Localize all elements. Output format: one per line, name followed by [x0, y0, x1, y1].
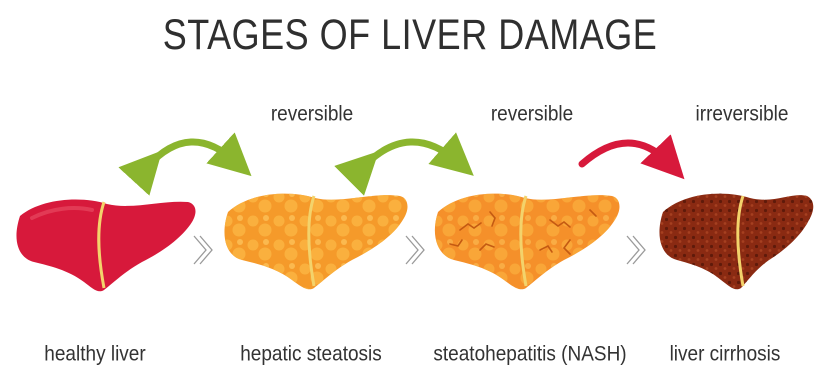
chevron-separator-2-icon [406, 236, 424, 264]
fatty-liver-icon [224, 194, 407, 290]
nash-liver-icon [435, 194, 620, 290]
stage-label-cirrhosis: liver cirrhosis [620, 343, 820, 367]
stage-label-nash: steatohepatitis (NASH) [425, 343, 635, 367]
stage-label-healthy: healthy liver [0, 343, 200, 367]
reversible-arrow-1-icon [148, 142, 236, 166]
reversible-arrow-2-icon [364, 142, 458, 166]
healthy-liver-icon [16, 200, 195, 292]
stage-label-steatosis: hepatic steatosis [206, 343, 416, 367]
chevron-separator-3-icon [627, 236, 645, 264]
chevron-separator-1-icon [194, 236, 212, 264]
cirrhosis-liver-icon [659, 194, 813, 290]
irreversible-arrow-icon [582, 143, 670, 164]
